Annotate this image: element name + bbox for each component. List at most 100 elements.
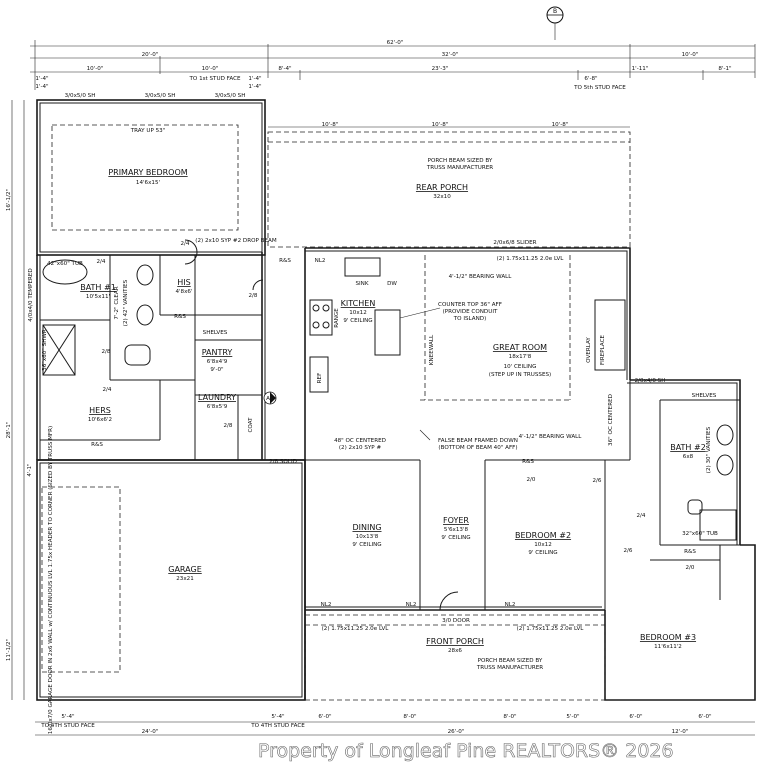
garage-size: 23x21: [176, 576, 194, 582]
primary-bedroom-name: PRIMARY BEDROOM: [108, 168, 187, 177]
stud-note-1: 1'-4": [35, 76, 49, 82]
door-tag: NL2: [406, 602, 417, 608]
front-porch-size: 28x6: [448, 648, 462, 654]
door-tag: R&S: [174, 314, 186, 320]
door-tag: R&S: [522, 459, 534, 465]
dim-overall: 62'-0": [387, 40, 404, 46]
great-room-size: 18x17'8: [509, 354, 532, 360]
kitchen-ceiling: 9' CEILING: [343, 318, 372, 324]
dining-name: DINING: [352, 523, 381, 532]
bath2-size: 6x8: [683, 454, 694, 460]
pantry-extra: 9'-0": [210, 367, 224, 373]
dim-sub-2: 10'-0": [202, 66, 219, 72]
hers-name: HERS: [89, 406, 111, 415]
drop-beam-note: (2) 2x10 SYP #2 DROP BEAM: [195, 238, 277, 244]
stud-note-4: TO 5th STUD FACE: [573, 85, 626, 91]
solid-door: 2/8 SOLID: [269, 459, 297, 465]
window-top-1: 3/0x5/0 SH: [65, 93, 96, 99]
rear-porch-size: 32x10: [433, 194, 451, 200]
dim-bottom-sub: 6'-0": [629, 714, 643, 720]
door-tag: 2/4: [636, 513, 645, 519]
great-room-ceiling-2: (STEP UP IN TRUSSES): [489, 372, 551, 378]
door-tag: 2/8: [101, 349, 110, 355]
dim-left-1: 16'-1/2": [6, 188, 12, 211]
bedroom3-name: BEDROOM #3: [640, 633, 696, 642]
lvl-rear: (2) 1.75x11.25 2.0e LVL: [497, 256, 565, 262]
stud-note-6: 1'-4": [248, 84, 262, 90]
bedroom3-size: 11'6x11'2: [654, 644, 682, 650]
front-porch-beam-2: TRUSS MANUFACTURER: [476, 665, 543, 671]
window-top-2: 3/0x5/0 SH: [145, 93, 176, 99]
door-tag: 2/8: [223, 423, 232, 429]
bearing-wall-2: 4'-1/2" BEARING WALL: [519, 434, 583, 440]
door-tag: 2/0: [685, 565, 694, 571]
dim-bottom-center: 26'-0": [448, 729, 465, 735]
false-beam-note: FALSE BEAM FRAMED DOWN: [438, 438, 518, 444]
ref-label: REF: [317, 373, 323, 384]
callouts: COUNTER TOP 36" AFF (PROVIDE CONDUIT TO …: [28, 238, 717, 734]
room-labels: PRIMARY BEDROOM 14'6x15' TRAY UP 53" REA…: [47, 128, 718, 671]
primary-bedroom-tray: TRAY UP 53": [130, 128, 166, 134]
bath1-name: BATH #1: [80, 283, 116, 292]
dim-left-2: 28'-1": [6, 421, 12, 438]
rear-porch-name: REAR PORCH: [416, 183, 468, 192]
pantry-size: 6'8x4'9: [207, 359, 228, 365]
shower-label: 36"x60" SHWR: [42, 329, 48, 371]
stud-face-left: TO 4TH STUD FACE: [40, 723, 95, 729]
laundry-size: 6'8x5'9: [207, 404, 228, 410]
stud-note-2: 1'-4": [248, 76, 262, 82]
counter-top-note: COUNTER TOP 36" AFF: [438, 302, 502, 308]
door-tag: R&S: [684, 549, 696, 555]
bath1-clear: 7'-2" CLEAR: [114, 286, 120, 319]
range-label: RANGE: [334, 308, 340, 328]
tray-ceiling-outline: [51, 124, 239, 231]
dim-left-4: 4'-1": [27, 463, 33, 477]
top-dimension-lines: 62'-0" 20'-0" 32'-0" 10'-0" 10'-0" 10'-0…: [30, 40, 756, 99]
bath2-vanities: (2) 30" VANITIES: [706, 426, 712, 473]
dim-sub-4: 23'-3": [432, 66, 449, 72]
door-tag: 2/4: [102, 387, 111, 393]
dim-sub-6: 8'-1": [718, 66, 732, 72]
dim-sub-1: 10'-0": [87, 66, 104, 72]
his-name: HIS: [177, 278, 190, 287]
coat-label: COAT: [248, 417, 254, 433]
front-porch-beam-1: PORCH BEAM SIZED BY: [478, 658, 543, 664]
fireplace-label: FIREPLACE: [600, 334, 606, 365]
dim-bottom-sub: 8'-0": [503, 714, 517, 720]
shelves-bath: SHELVES: [692, 393, 717, 399]
stud-note-5: 1'-4": [35, 84, 49, 90]
window-top-3: 3/0x5/0 SH: [215, 93, 246, 99]
garage-door-note: 16/0x7/0 GARAGE DOOR IN 2x6 WALL w/ CONT…: [48, 426, 54, 734]
dim-bottom-sub: 5'-4": [61, 714, 75, 720]
dim-bottom-sub: 6'-0": [318, 714, 332, 720]
bath2-name: BATH #2: [670, 443, 706, 452]
front-porch-name: FRONT PORCH: [426, 637, 484, 646]
door-tag: 2/6: [592, 478, 601, 484]
grid-marker-label: B: [553, 8, 557, 15]
elevation-marker: A: [263, 391, 277, 405]
bedroom2-ceiling: 9' CEILING: [528, 550, 557, 556]
rear-porch-beam-2: TRUSS MANUFACTURER: [426, 165, 493, 171]
exterior-walls: [36, 99, 756, 701]
dim-bottom-right: 12'-0": [672, 729, 689, 735]
front-door: 3/0 DOOR: [442, 618, 470, 624]
laundry-name: LAUNDRY: [198, 393, 236, 402]
dim-bottom-sub: 5'-4": [271, 714, 285, 720]
conduit-note: (PROVIDE CONDUIT: [443, 309, 498, 315]
svg-text:10'-8": 10'-8": [322, 122, 339, 128]
bath2-tub: 32"x60" TUB: [682, 531, 718, 537]
dim-sub-7: 1'-11": [632, 66, 649, 72]
door-tag: NL2: [315, 258, 326, 264]
window-sh: 2/0x4/0 SH: [635, 378, 666, 384]
door-tag: 2/4: [96, 259, 105, 265]
slider-note: 2/0x6/8 SLIDER: [493, 240, 536, 246]
bedroom2-name: BEDROOM #2: [515, 531, 571, 540]
door-tags: 2/4 2/4 2/8 2/8 2/8 2/0 2/0 2/6 2/6 2/4 …: [91, 241, 696, 608]
garage-door-marker: [41, 486, 121, 673]
hers-size: 10'6x6'2: [88, 417, 112, 423]
rear-porch-beam-1: PORCH BEAM SIZED BY: [428, 158, 493, 164]
dw-label: DW: [387, 281, 397, 287]
rear-porch-outline: 10'-8" 10'-8" 10'-8": [267, 122, 631, 248]
svg-text:10'-8": 10'-8": [552, 122, 569, 128]
lvl-front-2: (2) 1.75x11.25 2.0e LVL: [517, 626, 585, 632]
